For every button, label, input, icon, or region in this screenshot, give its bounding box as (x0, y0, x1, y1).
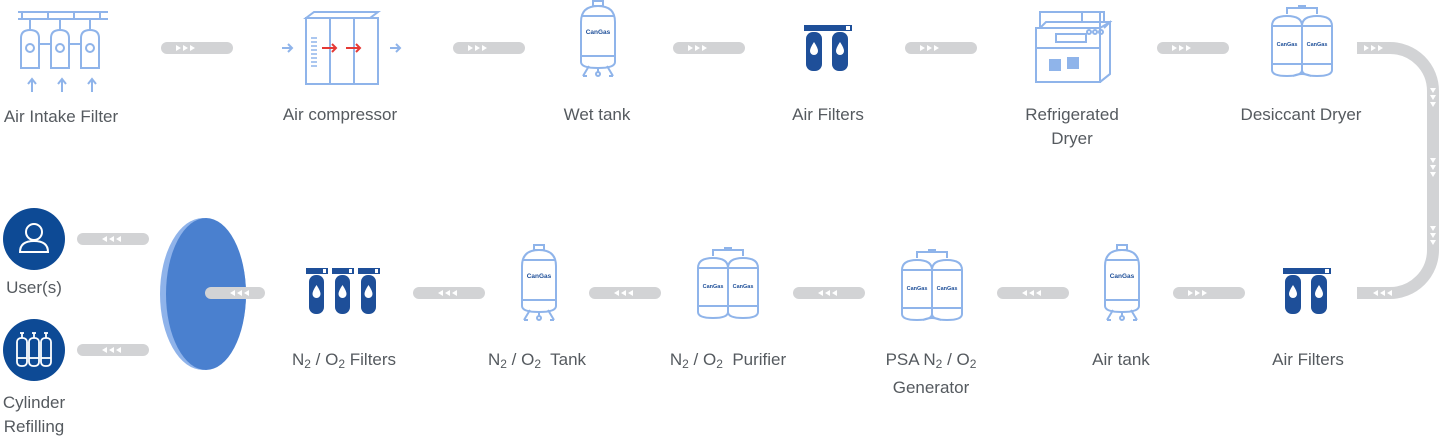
label-users: User(s) (6, 278, 62, 297)
wet-tank-icon: CanGas (577, 0, 619, 80)
label-tank-part: / O (506, 350, 535, 369)
connector-bottom-1 (1173, 287, 1245, 299)
label-purifier-sub: 2 (682, 357, 689, 371)
label-air-intake-filter: Air Intake Filter (3, 107, 119, 126)
label-desiccant-dryer: Desiccant Dryer (1240, 105, 1362, 124)
purifier-icon: CanGas CanGas (695, 246, 761, 322)
label-tank-sub: 2 (500, 357, 507, 371)
air-compressor-icon (280, 10, 404, 86)
label-air-compressor: Air compressor (282, 105, 398, 124)
label-tank-sub: 2 (534, 357, 541, 371)
svg-text:CanGas: CanGas (1307, 42, 1328, 48)
psa-generator-icon: CanGas CanGas (899, 248, 965, 324)
label-filters-part: Filters (345, 350, 397, 369)
label-psa-generator: PSA N2 / O2 Generator (886, 348, 977, 400)
svg-text:CanGas: CanGas (586, 29, 611, 36)
label-air-tank: Air tank (1092, 350, 1150, 369)
connector-return-pipe (1357, 42, 1439, 299)
label-psa-sub: 2 (969, 357, 977, 371)
svg-text:CanGas: CanGas (703, 284, 724, 290)
label-psa-part: PSA N (885, 350, 936, 369)
label-n2-o2-filters: N2 / O2 Filters (292, 348, 396, 376)
label-filters-part: / O (310, 350, 339, 369)
label-tank-part: Tank (541, 350, 587, 369)
label-air-filters-bottom: Air Filters (1272, 350, 1344, 369)
n2-o2-tank-icon: CanGas (518, 244, 560, 324)
label-air-filters-top: Air Filters (792, 105, 864, 124)
connector-top-4 (905, 42, 977, 54)
label-refrigerated-dryer-text: Refrigerated Dryer (1025, 105, 1119, 148)
label-psa-sub: 2 (935, 357, 943, 371)
cylinder-refilling-icon (2, 318, 66, 382)
svg-text:CanGas: CanGas (1110, 273, 1135, 280)
air-intake-filter-icon (16, 8, 110, 94)
label-n2-o2-tank: N2 / O2 Tank (488, 348, 586, 376)
label-psa-part: / O (942, 350, 970, 369)
label-purifier-sub: 2 (716, 357, 723, 371)
connector-top-5 (1157, 42, 1229, 54)
distribution-disc (158, 216, 250, 372)
connector-top-3 (673, 42, 745, 54)
label-cylinder-line1: Cylinder (2, 393, 66, 412)
svg-text:CanGas: CanGas (907, 286, 928, 292)
label-tank-part: N (487, 350, 501, 369)
label-refrigerated-dryer: Refrigerated Dryer (1017, 103, 1127, 151)
refrigerated-dryer-icon (1034, 8, 1114, 84)
label-purifier-part: / O (688, 350, 717, 369)
svg-text:CanGas: CanGas (1277, 42, 1298, 48)
label-filters-part: N (291, 350, 305, 369)
label-purifier-part: Purifier (722, 350, 787, 369)
user-icon (2, 207, 66, 271)
air-tank-icon: CanGas (1101, 244, 1143, 324)
label-psa-line2: Generator (892, 378, 970, 397)
svg-text:CanGas: CanGas (937, 286, 958, 292)
desiccant-dryer-icon: CanGas CanGas (1269, 4, 1335, 80)
svg-text:CanGas: CanGas (527, 273, 552, 280)
label-purifier: N2 / O2 Purifier (670, 348, 786, 376)
label-purifier-part: N (669, 350, 683, 369)
label-cylinder-line2: Refilling (3, 417, 65, 436)
twin-filter-icon (804, 25, 852, 73)
air-filters-bottom-icon (1283, 268, 1331, 316)
triple-filter-icon (306, 268, 380, 316)
label-filters-sub: 2 (304, 357, 311, 371)
label-cylinder-refilling: Cylinder Refilling (3, 391, 65, 439)
label-filters-sub: 2 (338, 357, 346, 371)
label-wet-tank: Wet tank (563, 105, 631, 124)
svg-text:CanGas: CanGas (733, 284, 754, 290)
connector-top-1 (161, 42, 233, 54)
connector-top-2 (453, 42, 525, 54)
